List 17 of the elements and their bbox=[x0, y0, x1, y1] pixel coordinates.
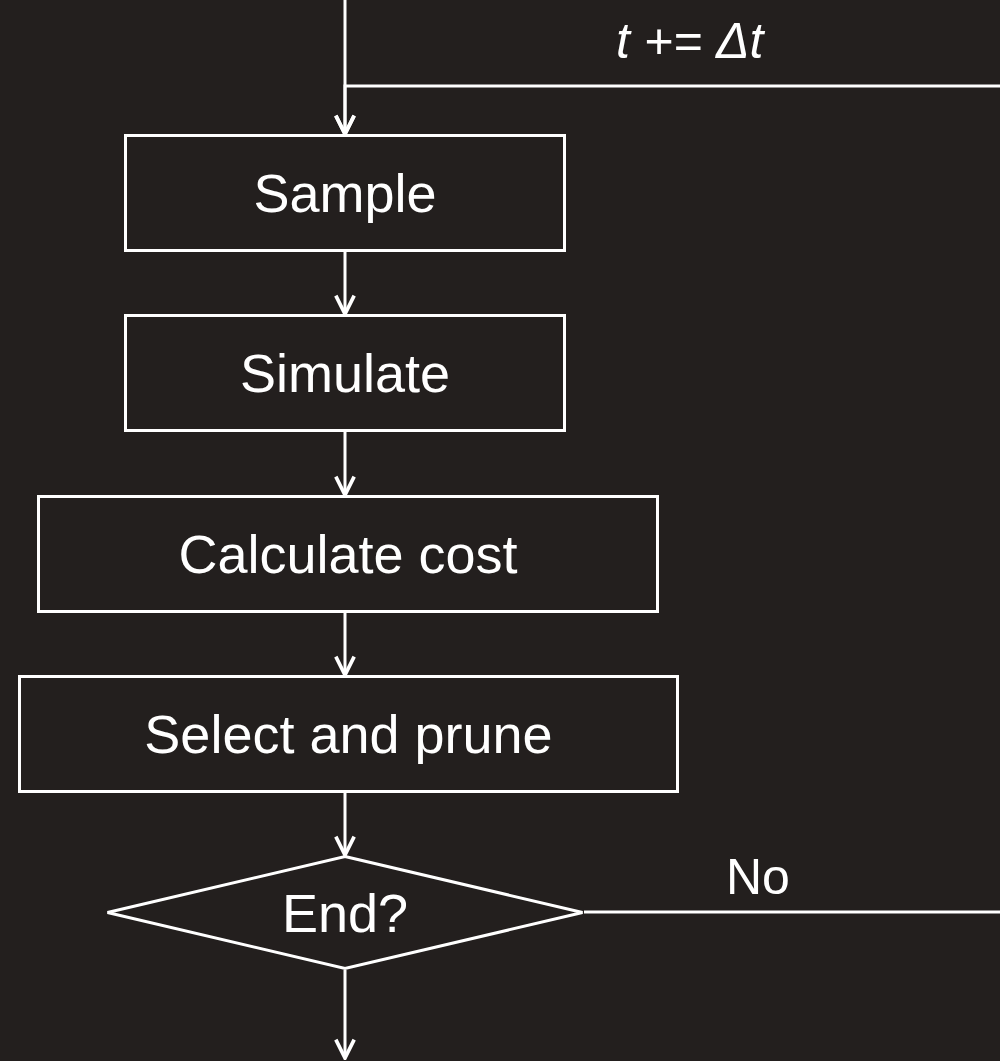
connector-line bbox=[584, 910, 1000, 914]
node-label: Select and prune bbox=[144, 703, 553, 765]
process-box bbox=[124, 314, 566, 432]
node-label: End? bbox=[281, 881, 409, 944]
process-box bbox=[18, 675, 679, 793]
node-label: Sample bbox=[253, 162, 437, 224]
node-label: Simulate bbox=[239, 342, 451, 404]
node-label: Calculate cost bbox=[178, 523, 518, 585]
process-box bbox=[124, 134, 566, 252]
process-box bbox=[37, 495, 659, 613]
arrow bbox=[334, 613, 356, 677]
arrow bbox=[334, 970, 356, 1060]
arrow bbox=[334, 84, 1000, 136]
decision-diamond bbox=[106, 855, 584, 970]
arrow bbox=[334, 252, 356, 316]
arrow bbox=[334, 432, 356, 497]
arrow bbox=[334, 793, 356, 857]
